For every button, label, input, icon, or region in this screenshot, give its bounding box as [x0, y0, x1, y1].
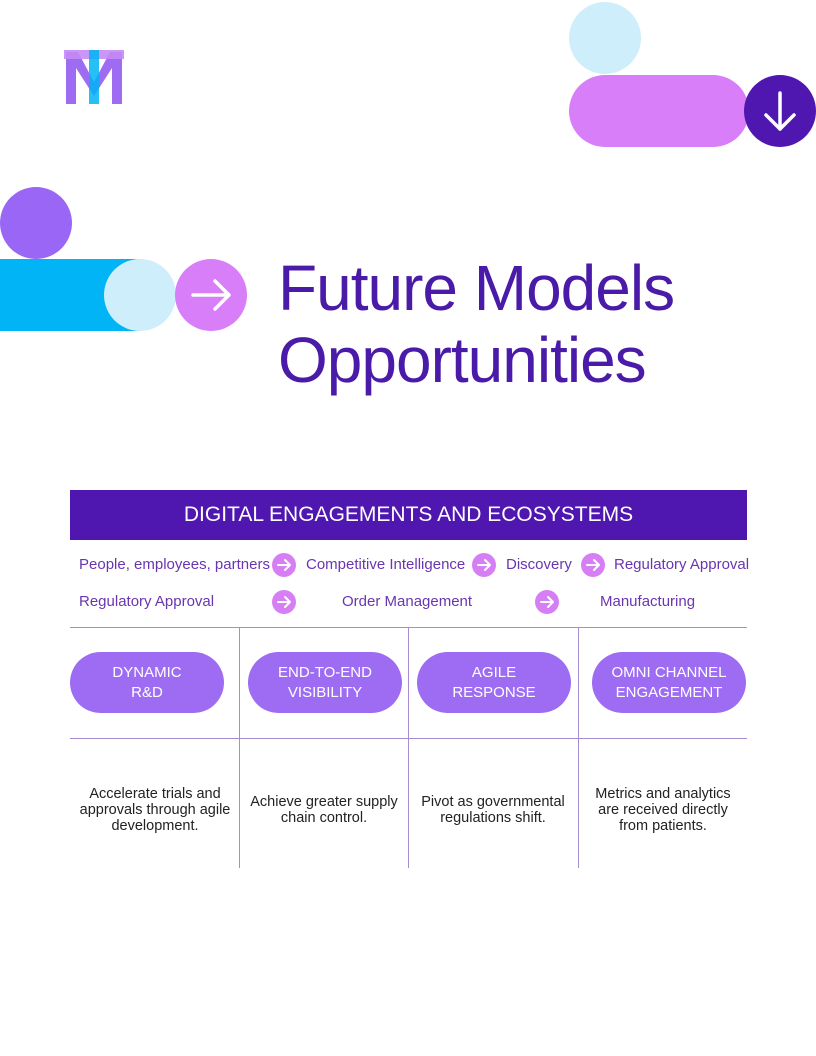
arrow-right-icon [535, 590, 559, 614]
title-line-1: Future Models [278, 252, 675, 324]
pill-label-line1: AGILE [471, 663, 517, 681]
divider-col-3 [578, 627, 579, 868]
flow-step-competitive-intelligence: Competitive Intelligence [306, 556, 466, 573]
mt-logo [64, 50, 124, 104]
flow-step-regulatory-approval: Regulatory Approval [614, 556, 750, 573]
page-title: Future Models Opportunities [278, 252, 798, 396]
pill-label-line2: ENGAGEMENT [615, 683, 723, 701]
pill-label-line2: VISIBILITY [287, 683, 363, 701]
section-header-band: DIGITAL ENGAGEMENTS AND ECOSYSTEMS [70, 490, 747, 540]
arrow-right-icon [175, 259, 247, 331]
pill-omni-channel-engagement: OMNI CHANNEL ENGAGEMENT [592, 652, 746, 713]
arrow-right-icon [581, 553, 605, 577]
arrow-right-icon [272, 590, 296, 614]
decor-pill-magenta [569, 75, 749, 147]
arrow-down-icon [744, 75, 816, 147]
flow-step-manufacturing: Manufacturing [600, 593, 696, 610]
pill-label-line2: R&D [131, 683, 163, 701]
arrow-right-icon [472, 553, 496, 577]
decor-circle-light-cyan-top [569, 2, 641, 74]
divider-col-1 [239, 627, 240, 868]
pill-dynamic-rd: DYNAMIC R&D [70, 652, 224, 713]
description-dynamic-rd: Accelerate trials and approvals through … [79, 786, 231, 834]
pill-label-line1: OMNI CHANNEL [611, 663, 727, 681]
title-line-2: Opportunities [278, 324, 647, 396]
pill-label-line1: DYNAMIC [112, 663, 182, 681]
pill-agile-response: AGILE RESPONSE [417, 652, 571, 713]
description-end-to-end-visibility: Achieve greater supply chain control. [250, 794, 398, 826]
description-agile-response: Pivot as governmental regulations shift. [421, 794, 565, 826]
decor-circle-light-cyan [104, 259, 176, 331]
arrow-right-icon [272, 553, 296, 577]
section-header-label: DIGITAL ENGAGEMENTS AND ECOSYSTEMS [183, 503, 634, 526]
flow-step-order-management: Order Management [342, 593, 473, 610]
description-omni-channel-engagement: Metrics and analytics are received direc… [595, 786, 731, 834]
flow-step-regulatory-approval-2: Regulatory Approval [79, 593, 215, 610]
divider-col-2 [408, 627, 409, 868]
flow-step-people: People, employees, partners [79, 556, 270, 573]
decor-circle-violet [0, 187, 72, 259]
pill-label-line2: RESPONSE [452, 683, 536, 701]
flow-step-discovery: Discovery [506, 556, 572, 573]
pill-end-to-end-visibility: END-TO-END VISIBILITY [248, 652, 402, 713]
pill-label-line1: END-TO-END [278, 663, 372, 681]
